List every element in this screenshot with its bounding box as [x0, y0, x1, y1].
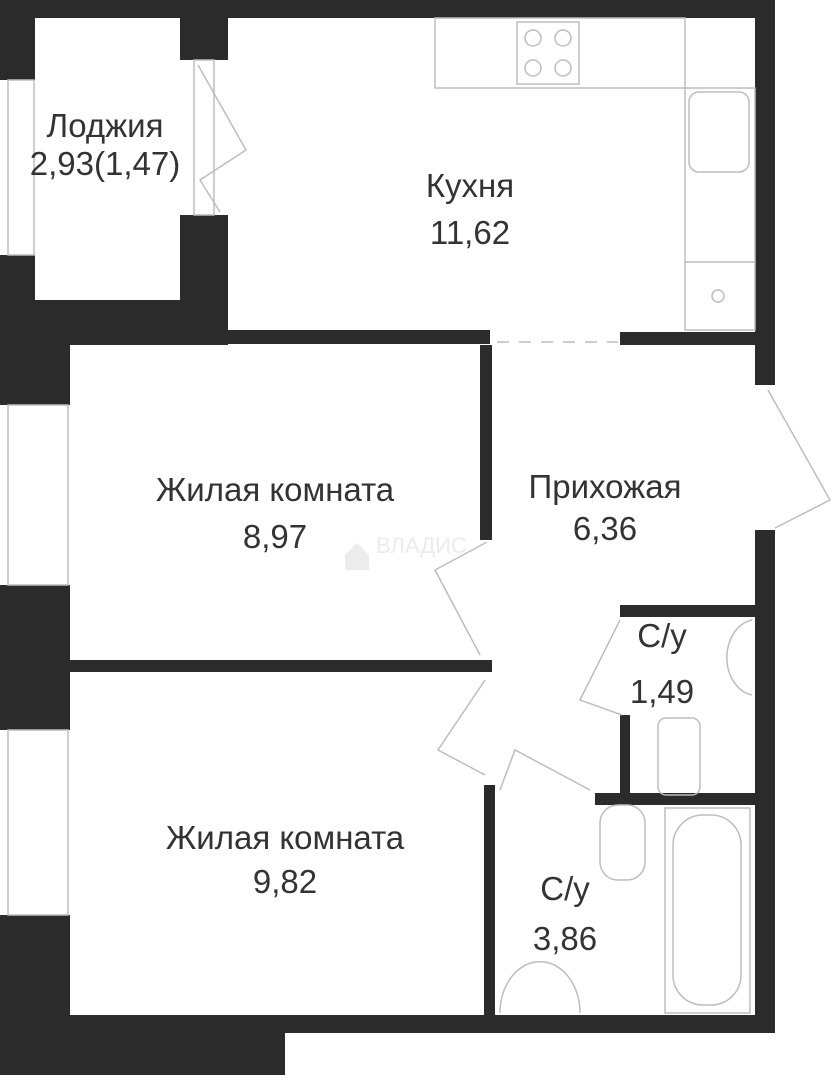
kitchen-counter-side	[684, 87, 756, 331]
entrance-door	[767, 389, 832, 529]
wc1-toilet-icon	[657, 717, 701, 796]
room-name-loggia: Лоджия	[47, 107, 164, 144]
room-2-door	[436, 679, 486, 776]
loggia-door	[193, 59, 215, 216]
house-logo-icon	[345, 543, 369, 570]
room-name-living-2: Жилая комната	[166, 819, 405, 856]
watermark-text: ВЛАДИС	[376, 533, 467, 558]
room-name-living-1: Жилая комната	[156, 471, 395, 508]
fixtures	[434, 17, 756, 1014]
window-loggia	[7, 79, 35, 256]
wc-door	[578, 619, 623, 716]
bath-door	[499, 748, 591, 791]
stove-icon	[516, 21, 580, 85]
window-room-2	[7, 729, 69, 916]
bath-sink-icon	[499, 960, 581, 1014]
room-name-hallway: Прихожая	[529, 468, 682, 505]
room-name-bathroom: С/у	[540, 870, 590, 907]
kitchen-counter	[434, 17, 686, 89]
doors	[193, 59, 832, 791]
room-area-hallway: 6,36	[573, 510, 637, 547]
boiler-icon	[711, 289, 725, 303]
room-1-door	[433, 541, 488, 656]
toilet-icon	[599, 804, 646, 881]
watermark: ВЛАДИС	[345, 533, 467, 570]
room-area-bathroom: 3,86	[533, 920, 597, 957]
room-area-kitchen: 11,62	[430, 214, 510, 251]
room-area-loggia: 2,93(1,47)	[30, 145, 180, 182]
sink-icon	[688, 91, 750, 173]
walls	[0, 0, 775, 1075]
room-name-kitchen: Кухня	[426, 167, 514, 204]
room-name-wc: С/у	[637, 617, 687, 654]
room-labels: Лоджия 2,93(1,47) Кухня 11,62 Жилая комн…	[30, 107, 694, 957]
window-room-1	[7, 404, 69, 586]
bathtub-icon	[664, 807, 751, 1014]
room-area-living-1: 8,97	[243, 518, 307, 555]
room-area-living-2: 9,82	[253, 863, 317, 900]
wc1-sink-icon	[726, 619, 753, 696]
windows	[7, 79, 69, 916]
room-area-wc: 1,49	[630, 673, 694, 710]
